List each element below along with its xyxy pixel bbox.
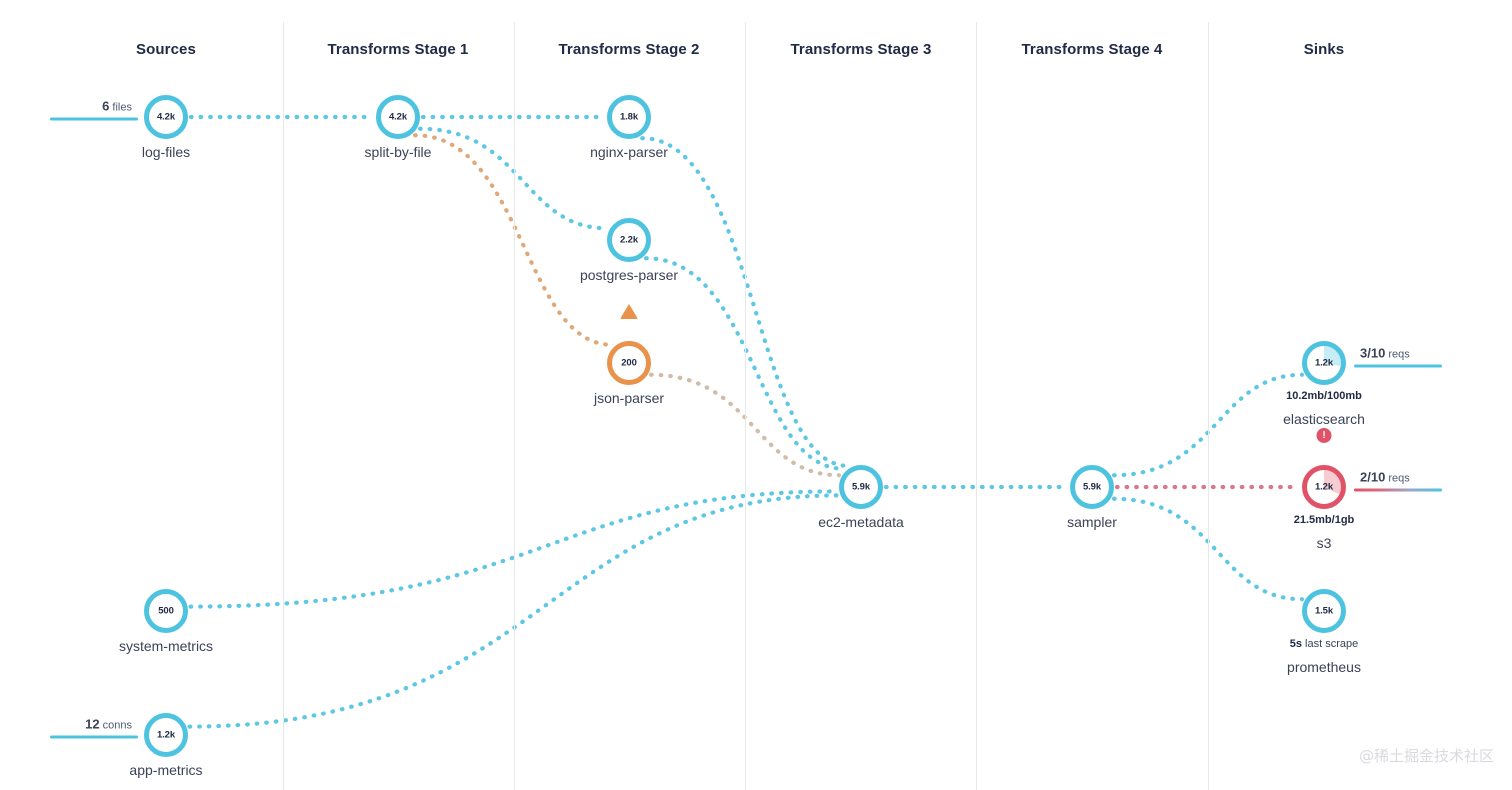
node-ring[interactable]: 1.5k <box>1302 589 1346 633</box>
s3-meter: 2/10 reqs <box>1354 470 1442 492</box>
node-ring-stroke <box>1302 465 1346 509</box>
meter-bar <box>1354 364 1442 368</box>
node-label: split-by-file <box>364 144 432 160</box>
column-header-sinks: Sinks <box>1303 41 1345 58</box>
column-header-sources: Sources <box>136 41 196 58</box>
node-label: system-metrics <box>118 638 214 654</box>
node-ring[interactable]: 1.2k! <box>1302 428 1346 509</box>
node-ring-stroke <box>839 465 883 509</box>
column-divider <box>514 22 515 790</box>
node-value: 2.2k <box>619 234 639 246</box>
node-label: log-files <box>141 144 191 160</box>
node-ring-stroke <box>376 95 420 139</box>
column-divider <box>745 22 746 790</box>
meter-caption: 12 conns <box>85 717 132 732</box>
meter-unit: conns <box>99 719 132 732</box>
column-divider <box>283 22 284 790</box>
meter-unit: reqs <box>1385 472 1410 485</box>
meter-value: 2/10 <box>1360 469 1386 485</box>
column-divider <box>976 22 977 790</box>
node-value: 5.9k <box>1082 481 1102 493</box>
node-ring-stroke <box>1070 465 1114 509</box>
node-value: 500 <box>158 605 174 617</box>
node-label: nginx-parser <box>590 144 668 160</box>
node-ring-stroke <box>144 95 188 139</box>
node-ring[interactable]: 5.9k <box>1070 465 1114 509</box>
node-label: ec2-metadata <box>818 514 904 530</box>
warning-triangle-icon[interactable] <box>620 304 638 319</box>
node-label: sampler <box>1067 514 1117 530</box>
column-header-transforms-stage-1: Transforms Stage 1 <box>327 41 469 58</box>
node-value: 200 <box>621 357 637 369</box>
watermark: @稀土掘金技术社区 <box>1358 747 1494 765</box>
node-value: 4.2k <box>156 111 176 123</box>
node-ring[interactable]: 200 <box>607 304 651 385</box>
node-sublabel: 5s last scrape <box>1289 638 1359 650</box>
column-header-transforms-stage-4: Transforms Stage 4 <box>1021 41 1163 58</box>
meter-value: 3/10 <box>1360 345 1386 361</box>
node-ring[interactable]: 1.2k <box>1302 341 1346 385</box>
node-label: elasticsearch <box>1283 411 1365 427</box>
meter-caption: 3/10 reqs <box>1360 346 1410 361</box>
node-ring-stroke <box>144 713 188 757</box>
meter-value: 6 <box>102 98 110 114</box>
node-label: prometheus <box>1287 659 1361 675</box>
node-ring-stroke <box>144 589 188 633</box>
node-ring[interactable]: 1.2k <box>144 713 188 757</box>
node-sublabel: 21.5mb/1gb <box>1293 514 1355 526</box>
node-ring[interactable]: 1.8k <box>607 95 651 139</box>
elasticsearch-meter: 3/10 reqs <box>1354 346 1442 368</box>
node-ring-stroke <box>1302 589 1346 633</box>
column-header-transforms-stage-3: Transforms Stage 3 <box>790 41 932 58</box>
node-value: 1.8k <box>619 111 639 123</box>
meter-bar <box>1354 488 1442 492</box>
node-ring-stroke <box>607 341 651 385</box>
app-metrics-meter: 12 conns <box>50 717 138 739</box>
node-sublabel: 10.2mb/100mb <box>1286 390 1362 402</box>
node-ring-stroke <box>1302 341 1346 385</box>
node-ring[interactable]: 2.2k <box>607 218 651 262</box>
node-ring[interactable]: 5.9k <box>839 465 883 509</box>
column-header-transforms-stage-2: Transforms Stage 2 <box>558 41 700 58</box>
node-label: s3 <box>1316 535 1332 551</box>
meter-unit: files <box>109 101 132 114</box>
node-label: json-parser <box>593 390 665 406</box>
node-value: 1.2k <box>1314 481 1334 493</box>
error-circle-icon[interactable]: ! <box>1316 428 1332 443</box>
node-ring[interactable]: 4.2k <box>144 95 188 139</box>
node-value: 1.2k <box>156 729 176 741</box>
node-value: 1.5k <box>1314 605 1334 617</box>
meter-bar <box>50 735 138 739</box>
node-ring[interactable]: 500 <box>144 589 188 633</box>
node-ring-stroke <box>607 218 651 262</box>
log-files-meter: 6 files <box>50 99 138 121</box>
node-value: 4.2k <box>388 111 408 123</box>
meter-value: 12 <box>85 716 100 732</box>
meter-caption: 6 files <box>102 99 132 114</box>
node-ring-stroke <box>607 95 651 139</box>
meter-caption: 2/10 reqs <box>1360 470 1410 485</box>
node-value: 1.2k <box>1314 357 1334 369</box>
meter-unit: reqs <box>1385 348 1410 361</box>
column-divider <box>1208 22 1209 790</box>
meter-bar <box>50 117 138 121</box>
node-value: 5.9k <box>851 481 871 493</box>
node-label: app-metrics <box>129 762 203 778</box>
node-label: postgres-parser <box>579 267 679 283</box>
node-ring[interactable]: 4.2k <box>376 95 420 139</box>
